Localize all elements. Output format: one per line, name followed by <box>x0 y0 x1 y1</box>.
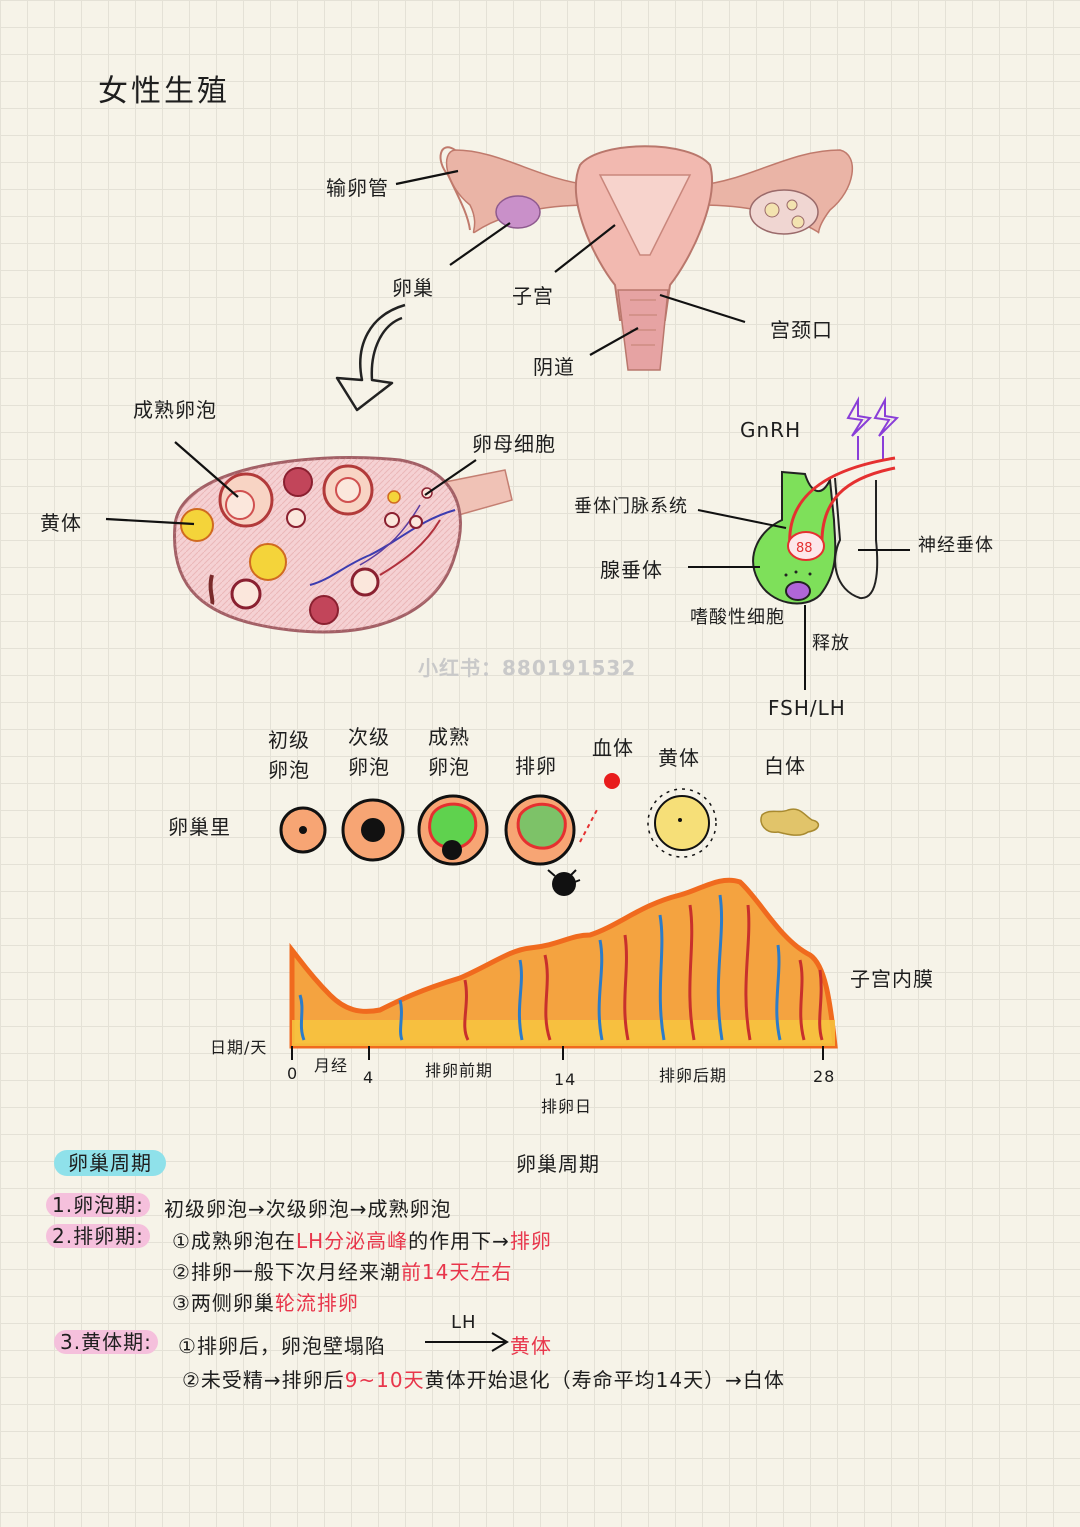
item3-line2: ②未受精→排卵后9~10天黄体开始退化（寿命平均14天）→白体 <box>182 1364 785 1393</box>
label-in-ovary: 卵巢里 <box>168 815 231 839</box>
item3-line2-a: ②未受精→排卵后 <box>182 1368 345 1392</box>
label-oocyte: 卵母细胞 <box>472 432 556 456</box>
label-basophil: 嗜酸性细胞 <box>690 607 785 628</box>
stage-primary-line1: 初级 <box>268 728 310 752</box>
phase-menstruation: 月经 <box>314 1056 349 1075</box>
stage-secondary: 次级 卵泡 <box>348 722 390 782</box>
label-adenohypophysis: 腺垂体 <box>600 558 663 582</box>
stage-corpus-hemorrhagicum: 血体 <box>592 736 634 760</box>
item2-line1-a: ①成熟卵泡在 <box>172 1229 296 1253</box>
ovary-leader-lines <box>105 441 477 526</box>
label-corpus-luteum: 黄体 <box>40 511 82 535</box>
label-fsh-lh: FSH/LH <box>768 696 846 720</box>
stage-mature-line2: 卵泡 <box>428 755 470 779</box>
stage-secondary-line2: 卵泡 <box>348 755 390 779</box>
tick-14: 14 <box>554 1070 577 1089</box>
label-neurohypophysis: 神经垂体 <box>918 535 994 556</box>
uterus-illustration <box>439 145 854 371</box>
item3-line1-red: 黄体 <box>510 1334 552 1358</box>
tick-4: 4 <box>363 1068 375 1087</box>
item2-line2-a: ②排卵一般下次月经来潮 <box>172 1260 401 1284</box>
item2-line3-a: ③两侧卵巢 <box>172 1291 275 1315</box>
item2-line1-red2: 排卵 <box>509 1229 552 1253</box>
pituitary-leader-lines <box>688 509 910 690</box>
item1-label: 1.卵泡期: <box>46 1193 150 1217</box>
tick-0: 0 <box>287 1064 299 1083</box>
item2-line2: ②排卵一般下次月经来潮前14天左右 <box>172 1256 512 1285</box>
item2-line3: ③两侧卵巢轮流排卵 <box>172 1287 359 1316</box>
lh-arrow-icon <box>425 1332 509 1352</box>
tick-28: 28 <box>813 1067 836 1086</box>
stage-corpus-albicans: 白体 <box>764 754 806 778</box>
down-arrow-icon <box>335 303 406 412</box>
item2-line1-red: LH分泌高峰 <box>295 1229 409 1253</box>
item2-line2-red: 前14天左右 <box>400 1260 513 1284</box>
stage-corpus-luteum: 黄体 <box>658 746 700 770</box>
label-vagina: 阴道 <box>533 355 575 379</box>
axis-label-days: 日期/天 <box>210 1038 268 1057</box>
follicle-stage-icons <box>279 773 820 896</box>
phase-ovulation-day: 排卵日 <box>541 1097 593 1116</box>
item2-line1-b: 的作用下→ <box>408 1229 510 1253</box>
cycle-caption: 卵巢周期 <box>516 1152 600 1176</box>
label-portal-system: 垂体门脉系统 <box>574 496 688 517</box>
label-gnrh: GnRH <box>740 418 802 442</box>
label-ovary: 卵巢 <box>392 276 434 300</box>
label-fallopian-tube: 输卵管 <box>326 176 389 200</box>
item2-line1: ①成熟卵泡在LH分泌高峰的作用下→排卵 <box>172 1225 552 1254</box>
endometrium-illustration <box>289 877 838 1060</box>
item3-line2-red: 9~10天 <box>344 1368 425 1392</box>
item2-label: 2.排卵期: <box>46 1224 150 1248</box>
notes-heading: 卵巢周期 <box>54 1150 166 1176</box>
label-mature-follicle: 成熟卵泡 <box>133 398 217 422</box>
svg-text:88: 88 <box>796 541 813 556</box>
phase-pre-ovulation: 排卵前期 <box>425 1061 494 1080</box>
item3-line1-a: ①排卵后，卵泡壁塌陷 <box>178 1334 386 1358</box>
stage-secondary-line1: 次级 <box>348 725 390 749</box>
stage-mature-line1: 成熟 <box>428 725 470 749</box>
stage-primary: 初级 卵泡 <box>268 725 310 785</box>
label-cervix: 宫颈口 <box>770 318 833 342</box>
pituitary-illustration: 88 <box>752 396 900 605</box>
stage-ovulation: 排卵 <box>515 754 557 778</box>
label-endometrium: 子宫内膜 <box>850 967 934 991</box>
ovary-illustration <box>172 456 513 634</box>
label-uterus: 子宫 <box>512 284 554 308</box>
label-release: 释放 <box>812 633 850 654</box>
stage-primary-line2: 卵泡 <box>268 758 310 782</box>
page-title: 女性生殖 <box>98 74 230 109</box>
item3-label: 3.黄体期: <box>54 1330 158 1354</box>
item1-text: 初级卵泡→次级卵泡→成熟卵泡 <box>164 1197 452 1221</box>
item3-arrow-label: LH <box>451 1312 477 1333</box>
stage-mature: 成熟 卵泡 <box>428 722 470 782</box>
item2-line3-red: 轮流排卵 <box>274 1291 359 1315</box>
item3-line2-b: 黄体开始退化（寿命平均14天）→白体 <box>424 1368 785 1392</box>
watermark: 小红书：880191532 <box>418 656 637 680</box>
phase-post-ovulation: 排卵后期 <box>659 1066 728 1085</box>
uterus-leader-lines <box>395 169 746 356</box>
